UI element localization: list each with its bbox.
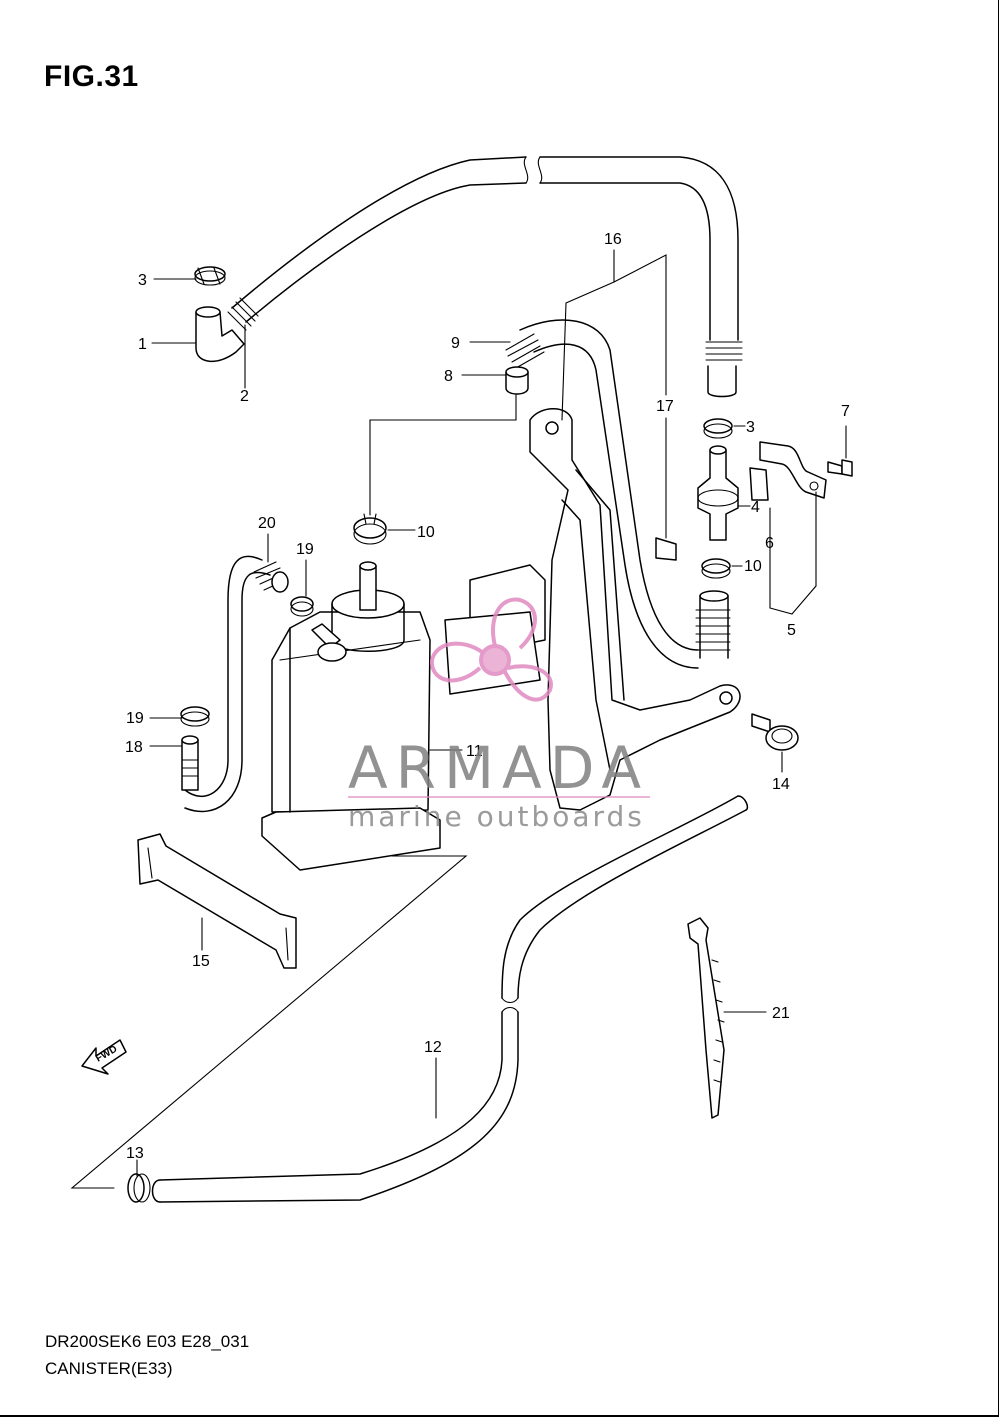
callout-10b: 10 (744, 558, 762, 575)
callout-20: 20 (258, 515, 276, 532)
part-10-clamp-middle (353, 513, 387, 545)
watermark-brand: ARMADA (348, 734, 649, 802)
part-6-bracket (749, 467, 769, 501)
callout-5: 5 (787, 622, 796, 639)
callout-19b: 19 (126, 710, 144, 727)
part-20-hose (184, 555, 289, 813)
callout-13: 13 (126, 1145, 144, 1162)
callout-18: 18 (125, 739, 143, 756)
part-3-clamp-upper (194, 266, 226, 286)
callout-8: 8 (444, 368, 453, 385)
part-7-bolt (827, 459, 853, 477)
callout-2: 2 (240, 388, 249, 405)
callout-1: 1 (138, 336, 147, 353)
part-8-pipe (505, 366, 529, 395)
callout-16: 16 (604, 231, 622, 248)
callout-7: 7 (841, 403, 850, 420)
callout-14: 14 (772, 776, 790, 793)
callout-15: 15 (192, 953, 210, 970)
part-19-clamp-upper (290, 596, 314, 617)
part-4-valve (697, 445, 739, 541)
part-15-strap (137, 833, 297, 969)
callout-3a: 3 (138, 272, 147, 289)
callout-labels: 3 1 2 9 8 10 16 17 3 7 4 6 10 5 14 20 19… (125, 231, 850, 1162)
figure-title: FIG.31 (44, 60, 139, 93)
figure-name: CANISTER(E33) (45, 1359, 173, 1378)
armada-watermark: ARMADA marine outboards (348, 597, 650, 833)
callout-9: 9 (451, 335, 460, 352)
fwd-arrow-icon: FWD (81, 1039, 127, 1075)
part-2-upper-hose (227, 156, 743, 398)
callout-11: 11 (466, 743, 483, 760)
leader-lines (70, 249, 847, 1189)
callout-3b: 3 (746, 419, 755, 436)
part-13-clamp (127, 1173, 151, 1203)
part-19-clamp-lower (180, 706, 210, 727)
callout-19a: 19 (296, 541, 314, 558)
part-18-pipe (181, 735, 199, 791)
callout-17: 17 (656, 398, 674, 415)
part-5-bracket (759, 441, 827, 499)
callout-21: 21 (772, 1005, 790, 1022)
callout-10a: 10 (417, 524, 435, 541)
part-12-lower-hose (151, 795, 749, 1203)
part-14-bolt (751, 713, 799, 751)
part-21-cable-tie (687, 917, 725, 1119)
callout-6: 6 (765, 535, 774, 552)
part-3-clamp-right (703, 418, 733, 439)
propeller-logo-icon (429, 597, 553, 702)
part-1-elbow-fitting (195, 306, 245, 362)
part-17-clip (655, 537, 677, 561)
part-10-clamp-right (701, 558, 731, 579)
callout-12: 12 (424, 1039, 442, 1056)
figure-code: DR200SEK6 E03 E28_031 (45, 1332, 250, 1351)
part-11-canister (261, 561, 441, 871)
callout-4: 4 (751, 499, 760, 516)
watermark-tagline: marine outboards (348, 800, 645, 833)
